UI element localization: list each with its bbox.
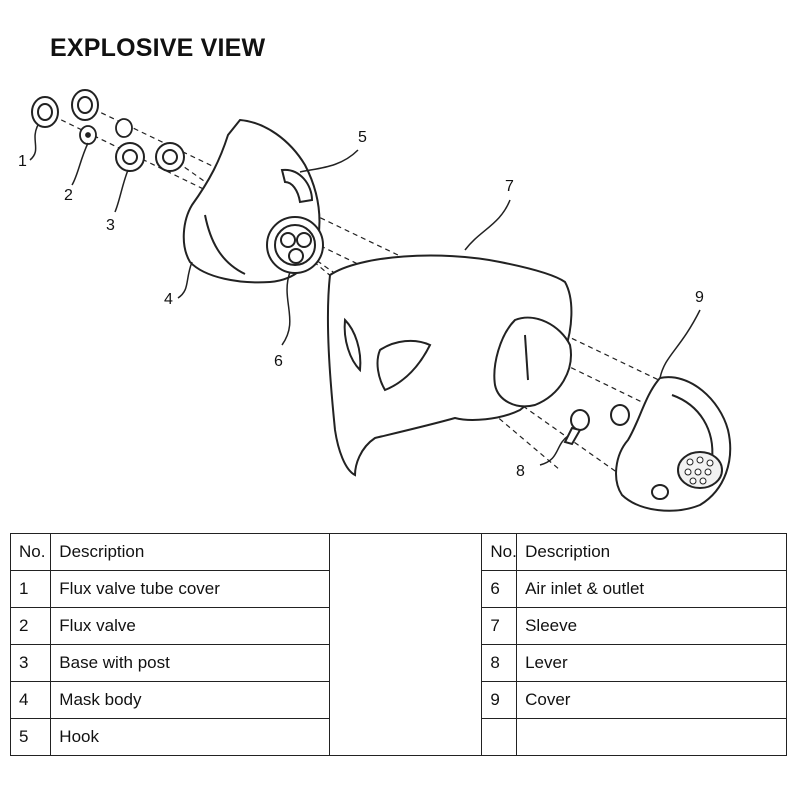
part-number: 7 bbox=[481, 607, 518, 645]
callout-4: 4 bbox=[164, 291, 173, 308]
part-description: Base with post bbox=[50, 644, 331, 682]
base-with-post-part bbox=[115, 142, 185, 172]
part-description bbox=[516, 718, 787, 756]
flux-valve-part bbox=[79, 118, 133, 145]
part-number: 6 bbox=[481, 570, 518, 608]
flux-valve-tube-cover-part bbox=[31, 89, 99, 128]
part-description: Sleeve bbox=[516, 607, 787, 645]
header-description-right: Description bbox=[516, 533, 787, 571]
part-description: Cover bbox=[516, 681, 787, 719]
callout-2: 2 bbox=[64, 187, 73, 204]
part-number: 4 bbox=[9, 681, 52, 719]
header-description-left: Description bbox=[50, 533, 331, 571]
header-no-left: No. bbox=[9, 533, 52, 571]
table-row: 2 Flux valve 7 Sleeve bbox=[9, 607, 787, 645]
part-number: 8 bbox=[481, 644, 518, 682]
exploded-view-diagram: 1 2 3 4 5 6 7 8 9 bbox=[18, 89, 732, 512]
part-description: Air inlet & outlet bbox=[516, 570, 787, 608]
part-description: Mask body bbox=[50, 681, 331, 719]
table-row: 3 Base with post 8 Lever bbox=[9, 644, 787, 682]
part-number: 1 bbox=[9, 570, 52, 608]
callout-9: 9 bbox=[695, 289, 704, 306]
air-inlet-outlet-part bbox=[266, 216, 324, 274]
hook-part bbox=[280, 168, 314, 204]
callout-3: 3 bbox=[106, 217, 115, 234]
part-number: 2 bbox=[9, 607, 52, 645]
table-row: 5 Hook bbox=[9, 718, 787, 756]
sleeve-part bbox=[326, 254, 573, 477]
table-row: 4 Mask body 9 Cover bbox=[9, 681, 787, 719]
parts-table: No. Description No. Description 1 Flux v… bbox=[9, 533, 787, 756]
callout-6: 6 bbox=[274, 353, 283, 370]
callout-8: 8 bbox=[516, 463, 525, 480]
callout-7: 7 bbox=[505, 178, 514, 195]
part-number: 9 bbox=[481, 681, 518, 719]
part-description: Lever bbox=[516, 644, 787, 682]
diagram-title: EXPLOSIVE VIEW bbox=[50, 34, 266, 62]
table-spacer bbox=[329, 533, 483, 756]
part-number: 5 bbox=[9, 718, 52, 756]
header-no-right: No. bbox=[481, 533, 518, 571]
lever-part bbox=[563, 404, 630, 446]
part-description: Flux valve tube cover bbox=[50, 570, 331, 608]
mask-body-part bbox=[182, 118, 324, 284]
cover-part bbox=[615, 376, 732, 512]
part-description: Hook bbox=[50, 718, 331, 756]
leader-lines bbox=[29, 124, 701, 466]
table-header-row: No. Description No. Description bbox=[9, 533, 787, 756]
table-row: 1 Flux valve tube cover 6 Air inlet & ou… bbox=[9, 570, 787, 608]
callout-1: 1 bbox=[18, 153, 27, 170]
part-number bbox=[481, 718, 518, 756]
callout-5: 5 bbox=[358, 129, 367, 146]
part-description: Flux valve bbox=[50, 607, 331, 645]
part-number: 3 bbox=[9, 644, 52, 682]
